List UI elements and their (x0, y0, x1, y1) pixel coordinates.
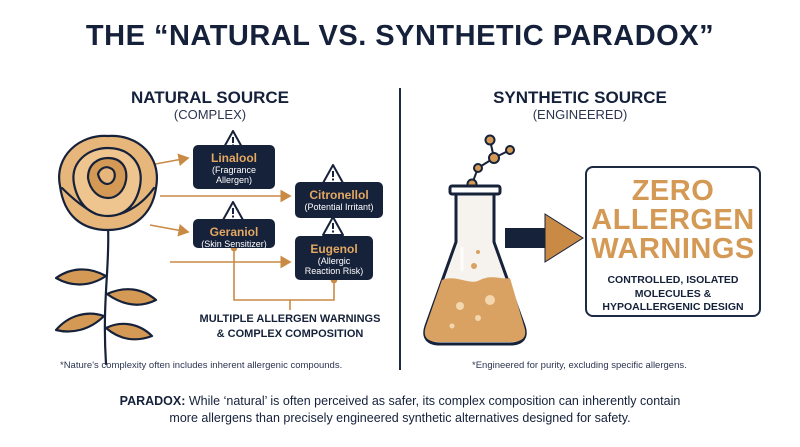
chemical-desc: Allergen) (215, 175, 253, 186)
synthetic-subtitle: (ENGINEERED) (532, 107, 628, 122)
natural-title: NATURAL SOURCE (130, 88, 290, 107)
synthetic-footnote: *Engineered for purity, excluding specif… (472, 360, 687, 371)
zero-allergen-subtext: CONTROLLED, ISOLATED MOLECULES & HYPOALL… (587, 274, 759, 315)
paradox-label: PARADOX: (119, 394, 186, 408)
chemical-desc: (Potential Irritant) (304, 202, 374, 212)
zero-allergen-heading: ZERO ALLERGEN WARNINGS (587, 177, 759, 264)
natural-subtitle: (COMPLEX) (173, 107, 247, 122)
rose-icon (54, 134, 159, 366)
zero-line: ALLERGEN (591, 204, 755, 236)
multiple-warnings-caption: MULTIPLE ALLERGEN WARNINGS & COMPLEX COM… (185, 312, 395, 342)
zero-line: ZERO (631, 175, 715, 207)
natural-footnote: *Nature's complexity often includes inhe… (60, 360, 343, 371)
chemical-box-linalool: Linalool (Fragrance Allergen) (193, 145, 275, 189)
chemical-name: Citronellol (309, 188, 369, 202)
chemical-box-citronellol: Citronellol (Potential Irritant) (295, 182, 383, 218)
warning-icon (322, 164, 344, 184)
synthetic-title: SYNTHETIC SOURCE (493, 88, 667, 107)
zero-sub-line: HYPOALLERGENIC DESIGN (602, 301, 744, 314)
chemical-name: Linalool (211, 151, 257, 165)
flask-icon (423, 134, 527, 346)
zero-allergen-box: ZERO ALLERGEN WARNINGS CONTROLLED, ISOLA… (585, 166, 761, 317)
paradox-statement: PARADOX: While ‘natural’ is often percei… (110, 393, 690, 427)
chemical-box-eugenol: Eugenol (Allergic Reaction Risk) (295, 236, 373, 280)
warning-icon (222, 201, 244, 221)
warning-line: MULTIPLE ALLERGEN WARNINGS (199, 313, 381, 325)
center-divider (399, 88, 401, 370)
zero-line: WARNINGS (591, 233, 755, 265)
zero-sub-line: CONTROLLED, ISOLATED (607, 274, 739, 286)
chemical-desc: Reaction Risk) (304, 266, 364, 277)
paradox-text: While ‘natural’ is often perceived as sa… (169, 394, 681, 425)
chemical-desc: (Skin Sensitizer) (201, 239, 267, 249)
chemical-name: Eugenol (310, 242, 358, 256)
page-title: THE “NATURAL VS. SYNTHETIC PARADOX” (85, 20, 715, 52)
chemical-desc: (Fragrance (211, 165, 256, 175)
warning-line: & COMPLEX COMPOSITION (216, 327, 364, 340)
chemical-desc: (Allergic (317, 256, 351, 266)
chemical-name: Geraniol (209, 225, 259, 239)
zero-sub-line: MOLECULES & (634, 287, 712, 300)
arrow-icon (505, 213, 584, 263)
warning-icon (322, 216, 344, 236)
molecule-icon (466, 134, 515, 190)
chemical-box-geraniol: Geraniol (Skin Sensitizer) (193, 219, 275, 249)
